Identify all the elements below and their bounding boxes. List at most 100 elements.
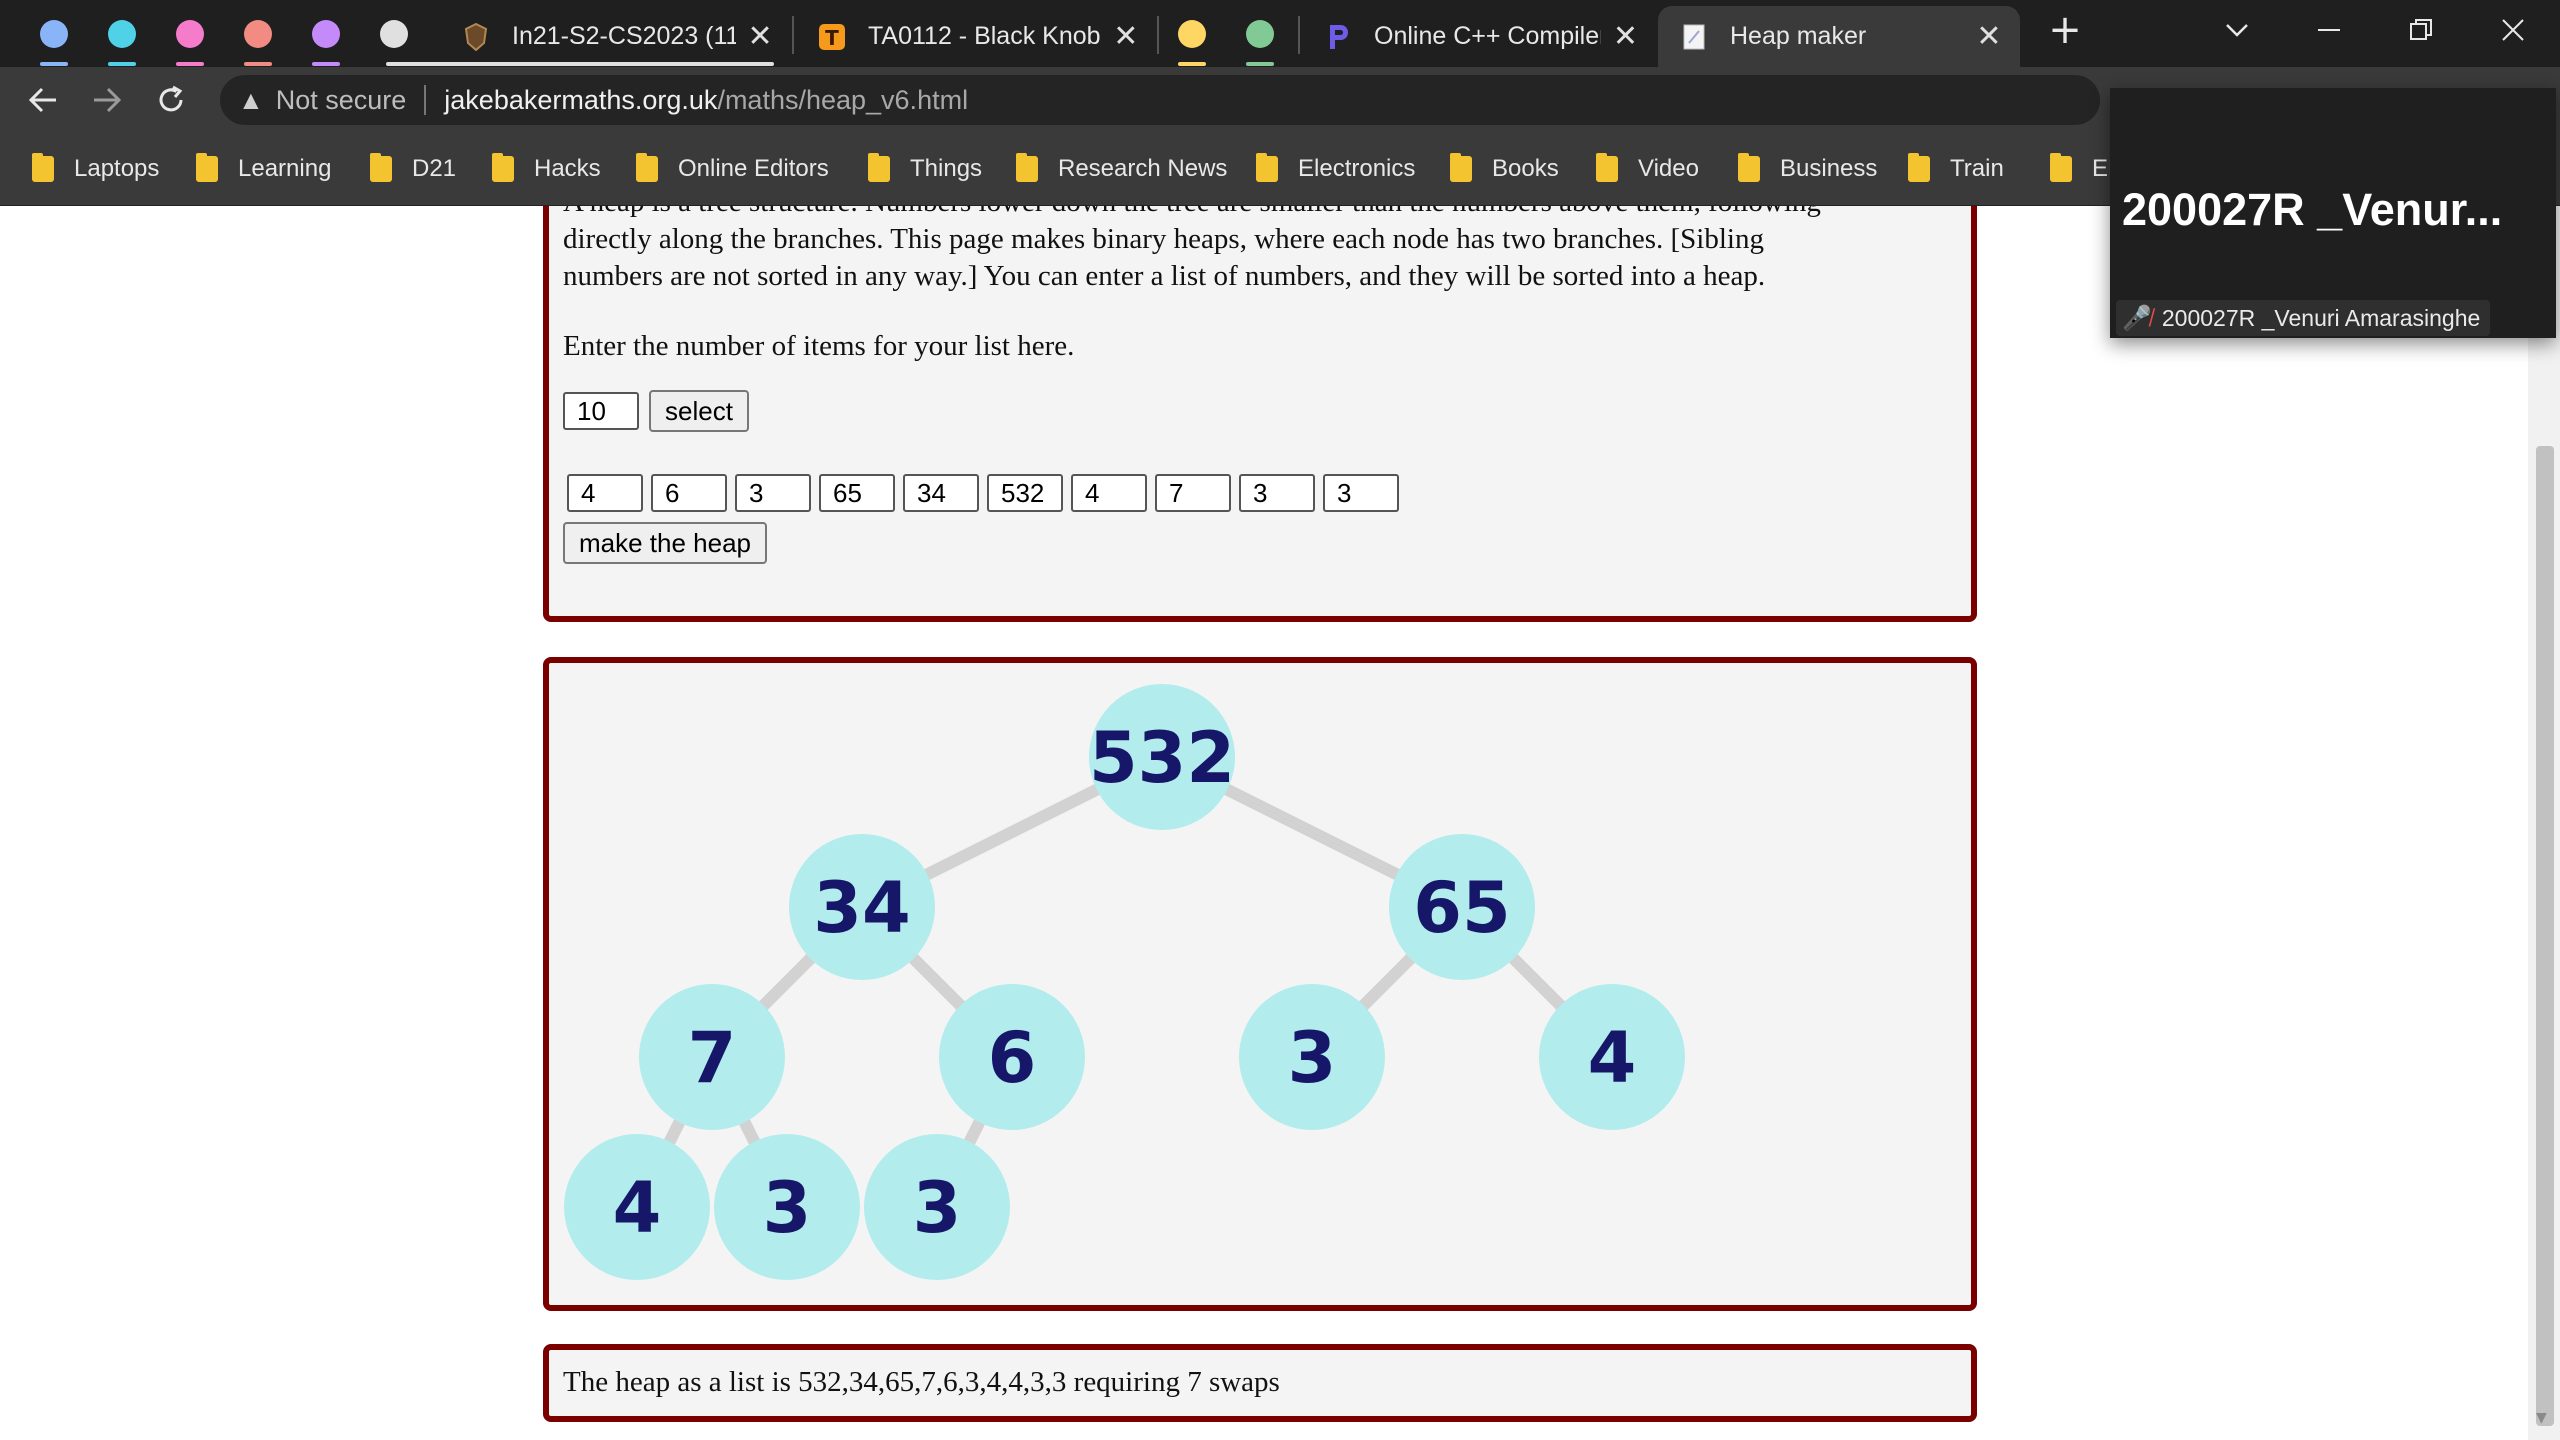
intro-text: directly along the branches. This page m…: [563, 223, 1764, 255]
pinned-tab-icon[interactable]: [1246, 20, 1274, 48]
list-item-input[interactable]: 3: [1239, 474, 1315, 512]
tab-separator: [1298, 16, 1300, 54]
bookmark-item[interactable]: Things: [868, 151, 982, 187]
tab-heap-maker[interactable]: Heap maker ✕: [1658, 6, 2020, 67]
pinned-tab-icon[interactable]: [380, 20, 408, 48]
folder-icon: [636, 153, 658, 182]
pinned-tab-icon[interactable]: [1178, 20, 1206, 48]
bookmark-item[interactable]: Business: [1738, 151, 1877, 187]
heap-node-label: 3: [1288, 1017, 1337, 1099]
tab-cs2023[interactable]: In21-S2-CS2023 (117 ✕: [440, 6, 790, 67]
arrow-left-icon: [28, 87, 56, 113]
reload-button[interactable]: [148, 77, 194, 123]
heap-node-label: 4: [613, 1167, 662, 1249]
folder-icon: [1908, 153, 1930, 182]
folder-icon: [32, 153, 54, 182]
heap-node-label: 34: [813, 867, 910, 949]
scrollbar-thumb[interactable]: [2536, 446, 2554, 1426]
tab-strip: In21-S2-CS2023 (117 ✕ T TA0112 - Black K…: [0, 0, 2560, 67]
close-icon[interactable]: ✕: [1976, 20, 2002, 53]
bookmark-label: Online Editors: [678, 155, 829, 182]
pinned-tab-icon[interactable]: [108, 20, 136, 48]
bookmark-item[interactable]: D21: [370, 151, 456, 187]
list-item-input[interactable]: 65: [819, 474, 895, 512]
forward-button[interactable]: [84, 77, 130, 123]
chevron-down-icon: [2226, 24, 2248, 37]
close-window-button[interactable]: [2468, 0, 2558, 60]
make-heap-button[interactable]: make the heap: [563, 522, 768, 564]
bookmark-item[interactable]: Online Editors: [636, 151, 829, 187]
list-item-input[interactable]: 532: [987, 474, 1063, 512]
reload-icon: [159, 85, 183, 112]
pinned-tab-icon[interactable]: [40, 20, 68, 48]
url-path[interactable]: /maths/heap_v6.html: [717, 84, 969, 115]
bookmark-label: Things: [910, 155, 983, 182]
pinned-tab-indicator: [244, 62, 272, 66]
item-count-input[interactable]: 10: [563, 392, 639, 430]
page-content: A heap is a tree structure. Numbers lowe…: [0, 206, 2560, 1440]
close-icon[interactable]: ✕: [1113, 20, 1139, 53]
heap-node: [789, 834, 935, 980]
tab-title: Online C++ Compiler: [1374, 22, 1601, 50]
heap-node-label: 6: [988, 1017, 1037, 1099]
input-panel: A heap is a tree structure. Numbers lowe…: [543, 206, 1977, 622]
back-button[interactable]: [20, 77, 66, 123]
address-bar[interactable]: ▲ Not secure jakebakermaths.org.uk/maths…: [220, 75, 2100, 125]
folder-icon: [1450, 153, 1472, 182]
bookmark-item[interactable]: Books: [1450, 151, 1559, 187]
heap-node: [639, 984, 785, 1130]
url-host[interactable]: jakebakermaths.org.uk: [444, 84, 718, 115]
heap-node-label: 7: [688, 1017, 737, 1099]
pinned-tab-icon[interactable]: [244, 20, 272, 48]
restore-button[interactable]: [2376, 0, 2466, 60]
bookmark-label: Laptops: [74, 155, 160, 182]
list-item-input[interactable]: 7: [1155, 474, 1231, 512]
new-tab-button[interactable]: +: [2048, 7, 2082, 53]
tab-title: Heap maker: [1730, 22, 1867, 50]
list-item-input[interactable]: 4: [1071, 474, 1147, 512]
pinned-tab-indicator: [1178, 62, 1206, 66]
heap-node-label: 532: [1089, 717, 1235, 799]
tab-separator: [1157, 16, 1159, 54]
bookmark-item[interactable]: Laptops: [32, 151, 159, 187]
security-label[interactable]: Not secure: [275, 84, 407, 115]
bookmark-item[interactable]: Video: [1596, 151, 1699, 187]
heap-node: [1089, 684, 1235, 830]
tab-search-button[interactable]: [2192, 0, 2282, 60]
heap-node: [1239, 984, 1385, 1130]
minimize-button[interactable]: [2284, 0, 2374, 60]
close-icon[interactable]: ✕: [747, 20, 773, 53]
heap-node: [1389, 834, 1535, 980]
heap-node: [939, 984, 1085, 1130]
close-icon[interactable]: ✕: [1612, 20, 1638, 53]
pinned-tab-indicator: [176, 62, 204, 66]
bookmark-item[interactable]: Research News: [1016, 151, 1227, 187]
heap-node: [1539, 984, 1685, 1130]
bookmark-item[interactable]: Train: [1908, 151, 2004, 187]
t-logo-icon: T: [818, 23, 846, 51]
scroll-down-arrow-icon[interactable]: ▼: [2536, 1410, 2547, 1426]
participant-name-badge: 🎤̸ 200027R _Venuri Amarasinghe: [2116, 300, 2491, 336]
result-panel: The heap as a list is 532,34,65,7,6,3,4,…: [543, 1344, 1977, 1422]
bookmark-item[interactable]: Hacks: [492, 151, 601, 187]
warning-icon[interactable]: ▲: [238, 84, 264, 115]
list-item-input[interactable]: 3: [735, 474, 811, 512]
minimize-icon: [2318, 29, 2340, 31]
list-item-input[interactable]: 34: [903, 474, 979, 512]
heap-node: [714, 1134, 860, 1280]
bookmark-item[interactable]: Electronics: [1256, 151, 1415, 187]
list-item-input[interactable]: 6: [651, 474, 727, 512]
list-item-input[interactable]: 4: [567, 474, 643, 512]
list-item-input[interactable]: 3: [1323, 474, 1399, 512]
tab-online-compiler[interactable]: Online C++ Compiler ✕: [1302, 6, 1656, 67]
video-call-tile[interactable]: 200027R _Venur... 🎤̸ 200027R _Venuri Ama…: [2110, 88, 2556, 338]
bookmark-item[interactable]: Learning: [196, 151, 331, 187]
pinned-tab-icon[interactable]: [312, 20, 340, 48]
pinned-tab-indicator: [108, 62, 136, 66]
scrollbar[interactable]: ▼: [2528, 206, 2560, 1440]
tab-ta0112[interactable]: T TA0112 - Black Knob f ✕: [796, 6, 1156, 67]
folder-icon: [370, 153, 392, 182]
select-button[interactable]: select: [649, 390, 749, 432]
result-text: The heap as a list is 532,34,65,7,6,3,4,…: [563, 1366, 1280, 1398]
pinned-tab-icon[interactable]: [176, 20, 204, 48]
